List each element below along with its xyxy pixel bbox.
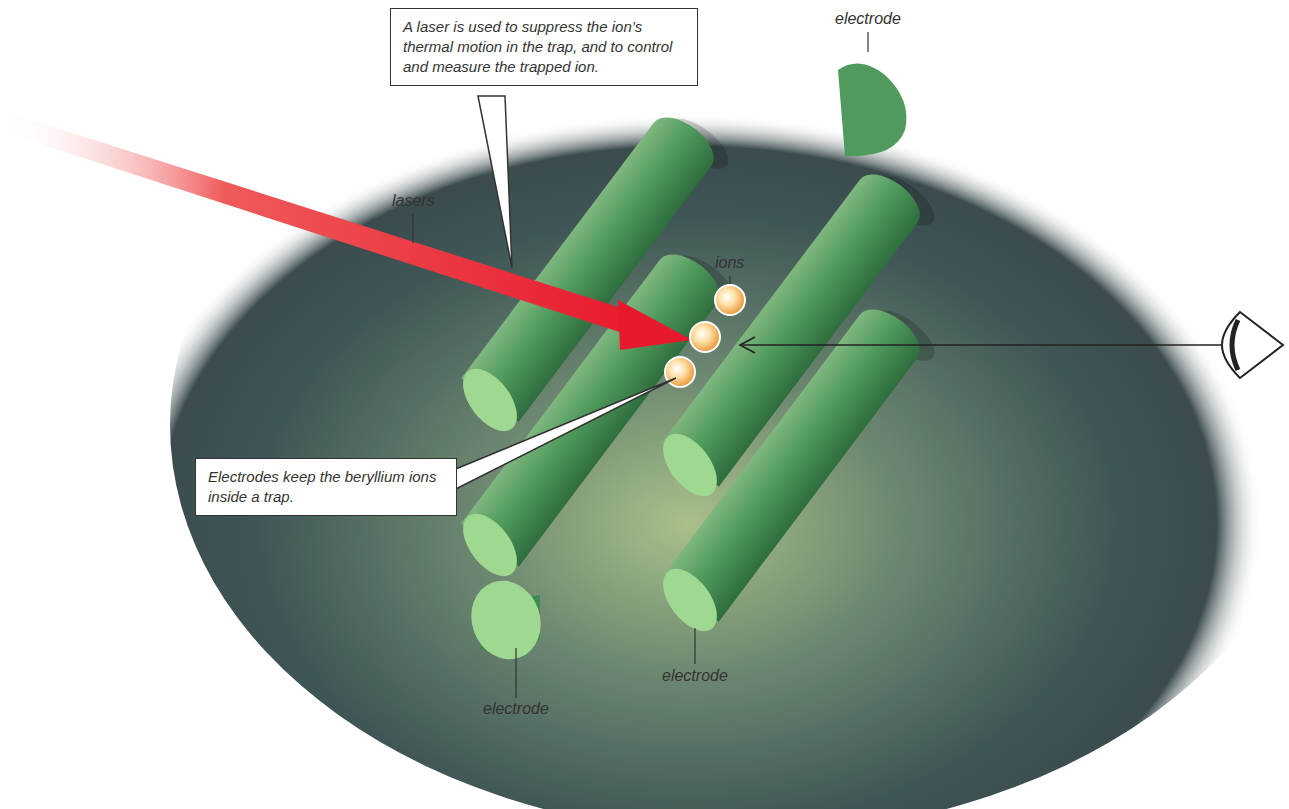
eye-symbol [1222, 312, 1283, 378]
callout-tails [400, 96, 676, 508]
callout-box: Electrodes keep the beryllium ions insid… [195, 458, 457, 516]
endcap-electrode [838, 64, 906, 157]
leader-lines [413, 32, 868, 698]
part-label: electrode [835, 10, 901, 28]
part-label: electrode [483, 700, 549, 718]
part-label: electrode [662, 667, 728, 685]
endcap-electrode [460, 571, 551, 669]
callout-text: A laser is used to suppress the ion’s th… [403, 17, 685, 77]
callout-box: A laser is used to suppress the ion’s th… [390, 8, 698, 86]
callout-text: Electrodes keep the beryllium ions insid… [208, 467, 444, 507]
laser-beam [0, 110, 692, 350]
view-arrow [740, 337, 1225, 353]
vacuum-glow [170, 15, 1289, 809]
part-label: ions [715, 254, 744, 272]
ions [665, 285, 745, 387]
part-label: lasers [392, 192, 435, 210]
